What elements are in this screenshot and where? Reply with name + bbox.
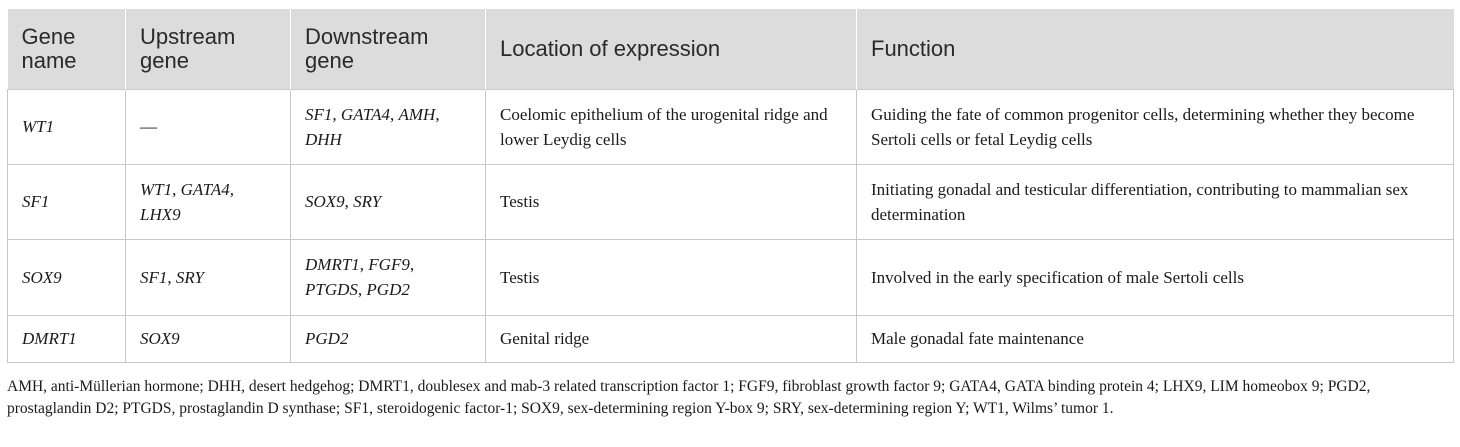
header-location: Location of expression [485,9,857,89]
separator-text: , [332,104,341,124]
header-row: Gene name Upstream gene Downstream gene … [7,9,1454,89]
gene-symbol: LHX9 [140,204,181,224]
gene-symbol: PTGDS [305,280,358,299]
separator-text: , [172,179,181,199]
cell-downstream: SOX9, SRY [290,163,486,239]
gene-symbol: PGD2 [305,329,349,348]
cell-location: Testis [485,238,857,315]
separator-text: , [409,255,415,274]
header-upstream-gene: Upstream gene [125,9,291,89]
gene-symbol: SF1 [305,104,333,124]
separator-text: , [359,255,369,274]
separator-text: , [344,192,354,211]
cell-location: Coelomic epithelium of the urogenital ri… [485,88,857,164]
gene-symbol: FGF9 [368,255,410,274]
table-row: WT1 — SF1, GATA4, AMH, DHH Coelomic epit… [7,88,1454,164]
separator-text: , [435,104,440,124]
cell-gene-name: WT1 [7,88,126,164]
gene-symbol: GATA4 [180,179,230,199]
cell-upstream: SOX9 [125,314,291,363]
table-row: SOX9 SF1, SRY DMRT1, FGF9, PTGDS, PGD2 T… [7,238,1454,315]
cell-function: Involved in the early specification of m… [856,238,1454,315]
table-body: WT1 — SF1, GATA4, AMH, DHH Coelomic epit… [7,88,1454,363]
cell-function: Guiding the fate of common progenitor ce… [856,88,1454,164]
cell-gene-name: DMRT1 [7,314,126,363]
gene-symbol: DMRT1 [305,255,360,274]
separator-text: , [390,104,399,124]
gene-symbol: AMH [398,104,436,124]
cell-upstream: — [125,88,291,164]
gene-symbol: SF1 [140,267,168,287]
gene-symbol: SOX9 [305,192,345,211]
cell-upstream: WT1, GATA4, LHX9 [125,163,291,239]
gene-symbol: SRY [353,192,382,211]
cell-function: Male gonadal fate maintenance [856,314,1454,363]
separator-text: — [140,117,157,136]
gene-table: Gene name Upstream gene Downstream gene … [7,9,1454,363]
cell-upstream: SF1, SRY [125,238,291,315]
cell-gene-name: SOX9 [7,238,126,315]
gene-symbol: PGD2 [366,280,410,299]
cell-gene-name: SF1 [7,163,126,239]
gene-symbol: DHH [305,129,342,149]
cell-function: Initiating gonadal and testicular differ… [856,163,1454,239]
gene-symbol: SRY [175,267,204,287]
table-header: Gene name Upstream gene Downstream gene … [7,9,1454,89]
separator-text: , [167,267,176,287]
separator-text: , [357,280,367,299]
cell-location: Testis [485,163,857,239]
gene-table-container: Gene name Upstream gene Downstream gene … [7,9,1454,363]
cell-downstream: DMRT1, FGF9, PTGDS, PGD2 [290,238,486,315]
header-downstream-gene: Downstream gene [290,9,486,89]
cell-location: Genital ridge [485,314,857,363]
table-row: SF1 WT1, GATA4, LHX9 SOX9, SRY Testis In… [7,163,1454,239]
gene-symbol: GATA4 [340,104,390,124]
header-gene-name: Gene name [21,23,77,73]
cell-downstream: PGD2 [290,314,486,363]
separator-text: , [229,179,234,199]
gene-symbol: SOX9 [140,329,180,348]
table-row: DMRT1 SOX9 PGD2 Genital ridge Male gonad… [7,314,1454,363]
table-footnote: AMH, anti-Müllerian hormone; DHH, desert… [7,378,1371,417]
gene-symbol: WT1 [140,179,173,199]
cell-downstream: SF1, GATA4, AMH, DHH [290,88,486,164]
header-function: Function [856,9,1454,89]
